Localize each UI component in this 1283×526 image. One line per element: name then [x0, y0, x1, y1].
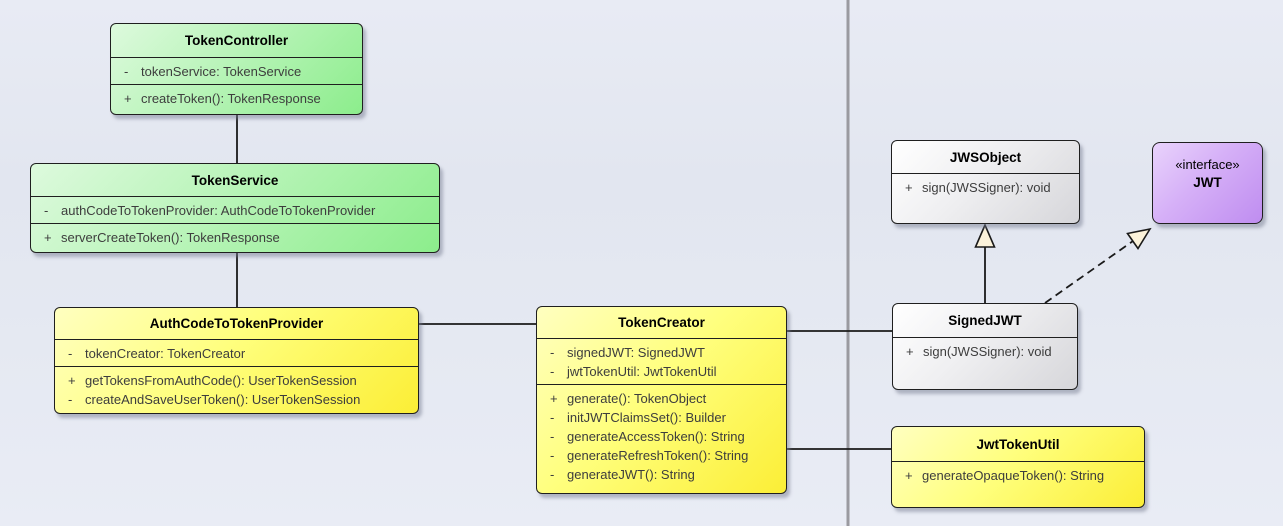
visibility-sign: +: [905, 468, 913, 483]
visibility-sign: -: [550, 429, 555, 444]
visibility-sign: -: [550, 345, 555, 360]
attribute-row: - tokenService: TokenService: [111, 62, 362, 81]
method-text: createAndSaveUserToken(): UserTokenSessi…: [85, 392, 361, 407]
class-title: SignedJWT: [948, 313, 1022, 328]
attribute-row: - authCodeToTokenProvider: AuthCodeToTok…: [31, 201, 439, 220]
visibility-sign: -: [68, 392, 73, 407]
class-title: TokenController: [184, 33, 289, 48]
methods-compartment: + generateOpaqueToken(): String: [892, 461, 1144, 507]
class-title: AuthCodeToTokenProvider: [149, 316, 324, 331]
method-text: generateAccessToken(): String: [567, 429, 745, 444]
method-row: + sign(JWSSigner): void: [893, 342, 1077, 361]
attribute-row: - tokenCreator: TokenCreator: [55, 344, 418, 363]
class-tokencreator[interactable]: TokenCreator - signedJWT: SignedJWT - jw…: [536, 306, 787, 494]
methods-compartment: + getTokensFromAuthCode(): UserTokenSess…: [55, 366, 418, 413]
class-signedjwt[interactable]: SignedJWT + sign(JWSSigner): void: [892, 303, 1078, 390]
method-row: + getTokensFromAuthCode(): UserTokenSess…: [55, 371, 418, 390]
attribute-row: - signedJWT: SignedJWT: [537, 343, 786, 362]
method-text: sign(JWSSigner): void: [922, 180, 1051, 195]
methods-compartment: + sign(JWSSigner): void: [893, 337, 1077, 389]
method-row: + createToken(): TokenResponse: [111, 89, 362, 108]
attribute-text: authCodeToTokenProvider: AuthCodeToToken…: [61, 203, 376, 218]
method-text: generateOpaqueToken(): String: [922, 468, 1105, 483]
method-row: + generateOpaqueToken(): String: [892, 466, 1144, 485]
visibility-sign: +: [68, 373, 76, 388]
visibility-sign: -: [550, 448, 555, 463]
class-title: TokenCreator: [618, 315, 705, 330]
attribute-row: - jwtTokenUtil: JwtTokenUtil: [537, 362, 786, 381]
visibility-sign: +: [124, 91, 132, 106]
method-row: - createAndSaveUserToken(): UserTokenSes…: [55, 390, 418, 409]
class-tokenservice[interactable]: TokenService - authCodeToTokenProvider: …: [30, 163, 440, 253]
class-tokencontroller[interactable]: TokenController - tokenService: TokenSer…: [110, 23, 363, 115]
visibility-sign: +: [44, 230, 52, 245]
attributes-compartment: - tokenCreator: TokenCreator: [55, 339, 418, 366]
attributes-compartment: - tokenService: TokenService: [111, 57, 362, 84]
attributes-compartment: - authCodeToTokenProvider: AuthCodeToTok…: [31, 196, 439, 223]
method-row: - generateAccessToken(): String: [537, 427, 786, 446]
attributes-compartment: - signedJWT: SignedJWT - jwtTokenUtil: J…: [537, 338, 786, 384]
class-title: JwtTokenUtil: [976, 436, 1060, 452]
method-text: serverCreateToken(): TokenResponse: [61, 230, 280, 245]
visibility-sign: -: [44, 203, 49, 218]
stereotype-label: «interface»: [1175, 157, 1240, 172]
method-row: - generateRefreshToken(): String: [537, 446, 786, 465]
method-row: + generate(): TokenObject: [537, 389, 786, 408]
attribute-text: tokenService: TokenService: [141, 64, 302, 79]
methods-compartment: + serverCreateToken(): TokenResponse: [31, 223, 439, 252]
method-text: initJWTClaimsSet(): Builder: [567, 410, 726, 425]
method-row: + sign(JWSSigner): void: [892, 178, 1079, 197]
class-title: TokenService: [191, 172, 279, 188]
visibility-sign: -: [124, 64, 129, 79]
method-text: getTokensFromAuthCode(): UserTokenSessio…: [85, 373, 357, 388]
visibility-sign: -: [550, 364, 555, 379]
methods-compartment: + createToken(): TokenResponse: [111, 84, 362, 114]
method-text: createToken(): TokenResponse: [141, 91, 321, 106]
visibility-sign: +: [905, 180, 913, 195]
method-row: + serverCreateToken(): TokenResponse: [31, 228, 439, 247]
visibility-sign: -: [550, 467, 555, 482]
class-jwttokenutil[interactable]: JwtTokenUtil + generateOpaqueToken(): St…: [891, 426, 1145, 508]
visibility-sign: +: [906, 344, 914, 359]
class-jwsobject[interactable]: JWSObject + sign(JWSSigner): void: [891, 140, 1080, 224]
attribute-text: tokenCreator: TokenCreator: [85, 346, 246, 361]
attribute-text: signedJWT: SignedJWT: [567, 345, 705, 360]
class-title: JWSObject: [949, 149, 1022, 165]
method-text: generateRefreshToken(): String: [567, 448, 749, 463]
realization-arrowhead: [1126, 227, 1152, 250]
interface-jwt[interactable]: «interface» JWT: [1152, 142, 1263, 224]
class-title: JWT: [1193, 175, 1222, 190]
class-authcodetotokenprovider[interactable]: AuthCodeToTokenProvider - tokenCreator: …: [54, 307, 419, 414]
visibility-sign: -: [550, 410, 555, 425]
method-row: - initJWTClaimsSet(): Builder: [537, 408, 786, 427]
methods-compartment: + generate(): TokenObject - initJWTClaim…: [537, 384, 786, 493]
attribute-text: jwtTokenUtil: JwtTokenUtil: [567, 364, 717, 379]
generalization-arrowhead: [974, 222, 996, 248]
method-row: - generateJWT(): String: [537, 465, 786, 484]
visibility-sign: -: [68, 346, 73, 361]
realization-dashed-line: [1044, 240, 1134, 304]
method-text: sign(JWSSigner): void: [923, 344, 1052, 359]
methods-compartment: + sign(JWSSigner): void: [892, 173, 1079, 223]
method-text: generate(): TokenObject: [567, 391, 707, 406]
visibility-sign: +: [550, 391, 558, 406]
method-text: generateJWT(): String: [567, 467, 695, 482]
